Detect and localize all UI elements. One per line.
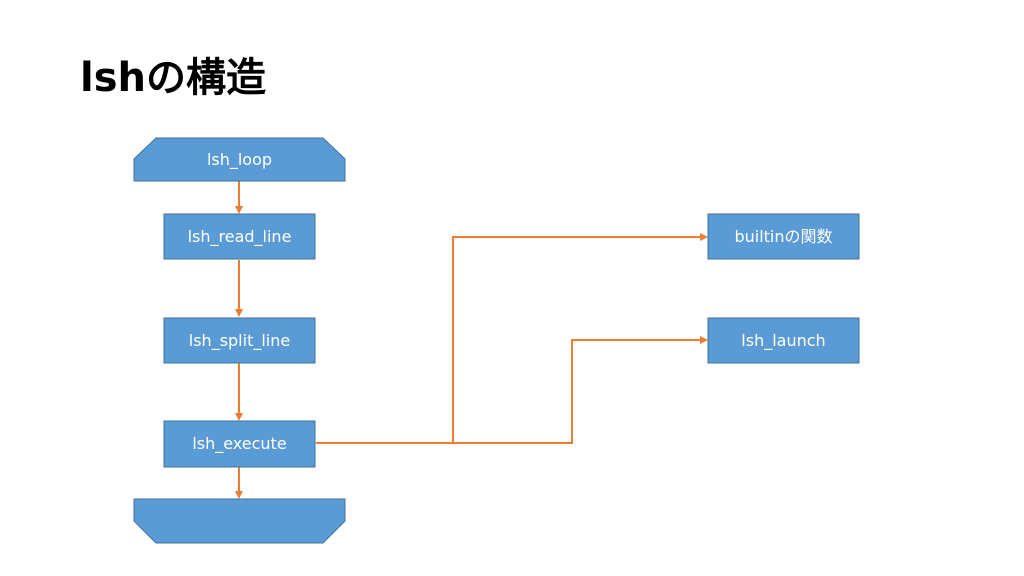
read-line-box (163, 213, 316, 260)
split-line-box (163, 317, 316, 364)
connector-execute-to-builtin (316, 233, 708, 444)
launch-label: lsh_launch (741, 331, 825, 351)
builtin-box (707, 213, 860, 260)
builtin-label: builtinの関数 (734, 227, 832, 246)
node-read-line: lsh_read_line (163, 213, 316, 260)
read-line-label: lsh_read_line (188, 227, 292, 247)
connector-execute-to-launch (453, 336, 708, 444)
split-line-label: lsh_split_line (189, 331, 290, 351)
loop-start-label: lsh_loop (207, 150, 272, 170)
node-loop-end (133, 498, 346, 544)
node-loop-start: lsh_loop (133, 137, 346, 182)
connectors (235, 181, 708, 499)
loop-end-shape (133, 498, 346, 544)
execute-box (163, 420, 316, 468)
node-split-line: lsh_split_line (163, 317, 316, 364)
node-execute: lsh_execute (163, 420, 316, 468)
node-launch: lsh_launch (707, 317, 860, 364)
loop-start-shape (133, 137, 346, 182)
launch-box (707, 317, 860, 364)
page-title: lshの構造 (80, 55, 266, 101)
node-builtin: builtinの関数 (707, 213, 860, 260)
execute-label: lsh_execute (192, 434, 286, 454)
